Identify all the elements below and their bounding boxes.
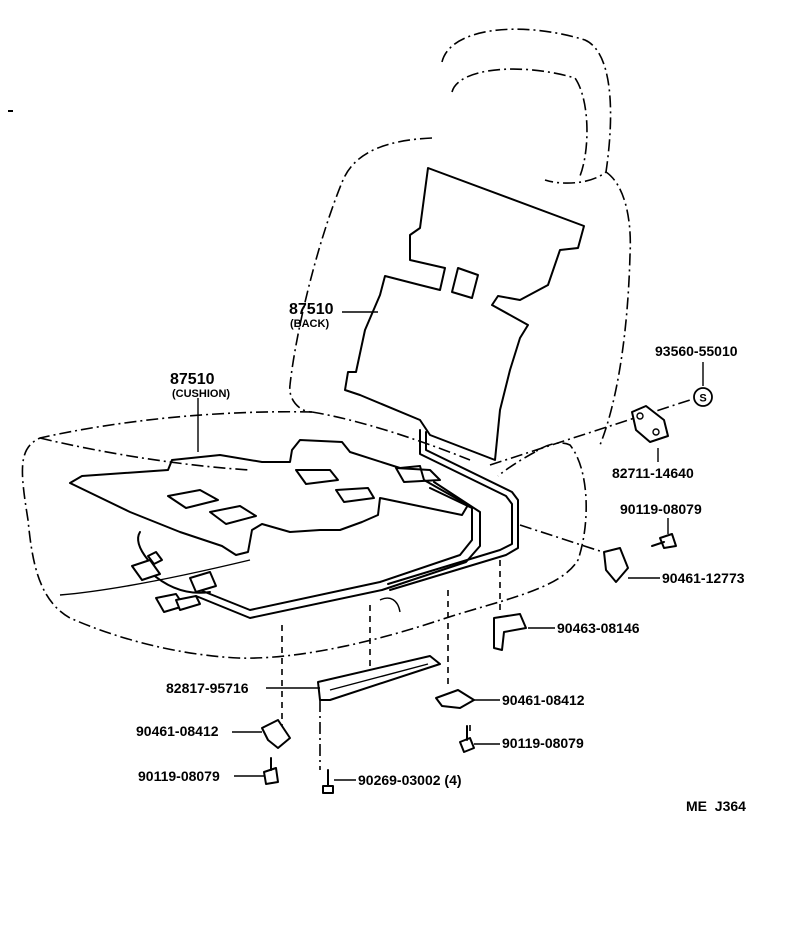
back-heater-element: [344, 167, 585, 591]
seat-outline: [21, 28, 632, 659]
cushion-heater-element: [69, 439, 481, 619]
clip-symbol: S: [693, 387, 713, 407]
label-82817: 82817-95716: [166, 680, 249, 696]
label-90119-left: 90119-08079: [138, 768, 220, 784]
projection-lines: [281, 399, 691, 770]
label-90119-top: 90119-08079: [620, 501, 702, 517]
label-cushion-number: 87510: [170, 371, 215, 388]
label-90461-left: 90461-08412: [136, 723, 219, 739]
stray-mark: [8, 110, 13, 112]
label-cushion-sub: (CUSHION): [172, 388, 230, 400]
label-90461-right: 90461-08412: [502, 692, 585, 708]
label-93560: 93560-55010: [655, 343, 738, 359]
label-82711: 82711-14640: [612, 465, 694, 481]
diagram-code: ME J364: [686, 798, 746, 814]
label-90269: 90269-03002 (4): [358, 772, 462, 788]
label-back-sub: (BACK): [290, 318, 329, 330]
part-labels: 87510 (BACK) 87510 (CUSHION) 93560-55010…: [136, 301, 746, 814]
label-back-number: 87510: [289, 301, 334, 318]
label-90461-12773: 90461-12773: [662, 570, 745, 586]
label-90463: 90463-08146: [557, 620, 640, 636]
leader-lines: [197, 311, 704, 781]
small-parts: [261, 405, 677, 794]
svg-text:S: S: [699, 393, 706, 405]
harness-connectors: [131, 551, 217, 613]
label-90119-right: 90119-08079: [502, 735, 584, 751]
